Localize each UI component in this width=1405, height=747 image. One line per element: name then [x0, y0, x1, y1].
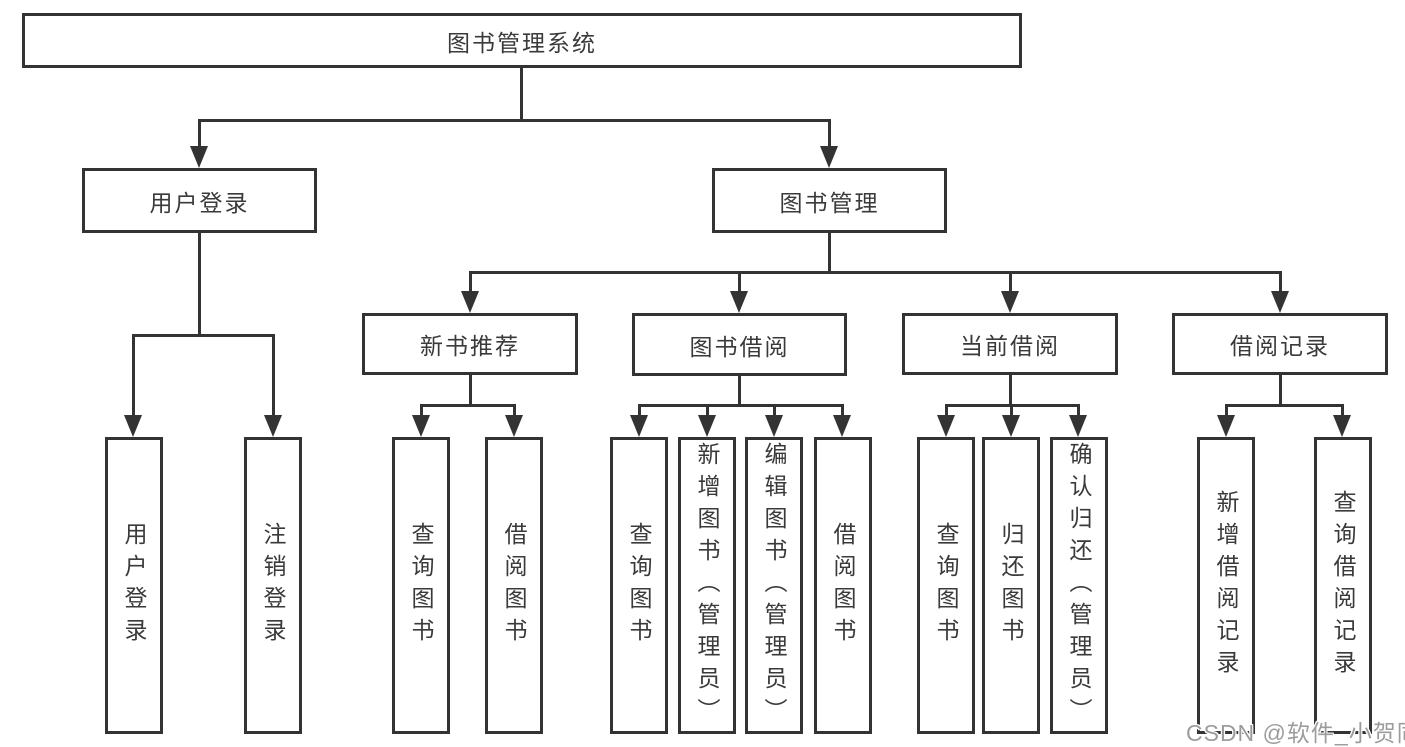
- connector-line: [198, 119, 831, 122]
- connector-line: [198, 233, 201, 337]
- node-current-borrow: 当前借阅: [902, 313, 1118, 375]
- csdn-watermark: CSDN @软件_小贺同学: [1186, 720, 1405, 746]
- connector-line: [828, 119, 831, 147]
- leaf-query-borrow-record-label: 查询借阅记录: [1330, 489, 1356, 682]
- connector-line: [738, 376, 741, 406]
- connector-line: [1009, 271, 1012, 292]
- node-book-management-label: 图书管理: [779, 189, 880, 216]
- connector-line: [469, 375, 472, 406]
- connector-line: [1279, 271, 1282, 292]
- leaf-query-books-borrow-label: 查询图书: [626, 521, 652, 650]
- leaf-query-books-recommend-label: 查询图书: [408, 521, 434, 650]
- node-user-login-label: 用户登录: [149, 189, 250, 216]
- connector-line: [469, 271, 472, 292]
- connector-line: [1341, 404, 1344, 416]
- leaf-add-borrow-record-label: 新增借阅记录: [1213, 489, 1239, 682]
- arrow-down-icon: [730, 291, 748, 313]
- arrow-down-icon: [630, 415, 648, 437]
- connector-line: [132, 334, 135, 416]
- connector-line: [1225, 404, 1343, 407]
- leaf-add-books-admin-label: 新增图书（管理员）: [694, 441, 720, 730]
- node-user-login: 用户登录: [82, 168, 317, 233]
- arrow-down-icon: [412, 415, 430, 437]
- arrow-down-icon: [833, 415, 851, 437]
- connector-line: [420, 404, 516, 407]
- leaf-query-books-current: 查询图书: [917, 437, 975, 734]
- connector-line: [1077, 404, 1080, 416]
- connector-line: [420, 404, 423, 416]
- node-book-management: 图书管理: [712, 168, 947, 233]
- connector-line: [513, 404, 516, 416]
- connector-line: [1009, 375, 1012, 406]
- leaf-add-books-admin: 新增图书（管理员）: [678, 437, 736, 734]
- arrow-down-icon: [190, 146, 208, 168]
- leaf-query-books-recommend: 查询图书: [392, 437, 450, 734]
- leaf-logout: 注销登录: [244, 437, 302, 734]
- connector-line: [520, 68, 523, 119]
- connector-line: [198, 119, 201, 147]
- arrow-down-icon: [1001, 291, 1019, 313]
- leaf-confirm-return-admin: 确认归还（管理员）: [1050, 437, 1108, 734]
- arrow-down-icon: [1271, 291, 1289, 313]
- node-root: 图书管理系统: [22, 13, 1022, 68]
- connector-line: [1279, 375, 1282, 406]
- leaf-query-books-borrow: 查询图书: [610, 437, 668, 734]
- connector-line: [638, 404, 641, 416]
- connector-line: [738, 271, 741, 292]
- leaf-query-books-current-label: 查询图书: [933, 521, 959, 650]
- arrow-down-icon: [1217, 415, 1235, 437]
- arrow-down-icon: [765, 415, 783, 437]
- node-book-borrow-label: 图书借阅: [689, 333, 790, 360]
- node-new-book-recommend: 新书推荐: [362, 313, 578, 375]
- connector-line: [828, 233, 831, 273]
- arrow-down-icon: [698, 415, 716, 437]
- leaf-borrow-books-recommend: 借阅图书: [485, 437, 543, 734]
- connector-line: [132, 334, 275, 337]
- connector-line: [469, 271, 1282, 274]
- leaf-borrow-books: 借阅图书: [814, 437, 872, 734]
- connector-line: [1225, 404, 1228, 416]
- arrow-down-icon: [1333, 415, 1351, 437]
- leaf-logout-label: 注销登录: [260, 521, 286, 650]
- arrow-down-icon: [937, 415, 955, 437]
- arrow-down-icon: [820, 146, 838, 168]
- arrow-down-icon: [124, 415, 142, 437]
- node-borrow-records: 借阅记录: [1172, 313, 1388, 375]
- node-book-borrow: 图书借阅: [632, 313, 847, 376]
- connector-line: [945, 404, 948, 416]
- connector-line: [272, 334, 275, 416]
- leaf-query-borrow-record: 查询借阅记录: [1314, 437, 1372, 734]
- leaf-return-books: 归还图书: [982, 437, 1040, 734]
- arrow-down-icon: [461, 291, 479, 313]
- leaf-user-login: 用户登录: [105, 437, 163, 734]
- connector-line: [773, 404, 776, 416]
- arrow-down-icon: [264, 415, 282, 437]
- connector-line: [1010, 404, 1013, 416]
- connector-line: [638, 404, 843, 407]
- leaf-return-books-label: 归还图书: [998, 521, 1024, 650]
- connector-line: [841, 404, 844, 416]
- node-new-book-recommend-label: 新书推荐: [420, 333, 520, 359]
- arrow-down-icon: [1002, 415, 1020, 437]
- leaf-borrow-books-recommend-label: 借阅图书: [501, 521, 527, 650]
- arrow-down-icon: [1069, 415, 1087, 437]
- leaf-borrow-books-label: 借阅图书: [830, 521, 856, 650]
- connector-line: [706, 404, 709, 416]
- node-borrow-records-label: 借阅记录: [1230, 333, 1330, 359]
- leaf-edit-books-admin-label: 编辑图书（管理员）: [761, 441, 787, 730]
- node-current-borrow-label: 当前借阅: [960, 333, 1060, 359]
- arrow-down-icon: [505, 415, 523, 437]
- node-root-label: 图书管理系统: [447, 29, 597, 56]
- leaf-edit-books-admin: 编辑图书（管理员）: [745, 437, 803, 734]
- leaf-user-login-label: 用户登录: [121, 521, 147, 650]
- leaf-confirm-return-admin-label: 确认归还（管理员）: [1066, 441, 1092, 730]
- leaf-add-borrow-record: 新增借阅记录: [1197, 437, 1255, 734]
